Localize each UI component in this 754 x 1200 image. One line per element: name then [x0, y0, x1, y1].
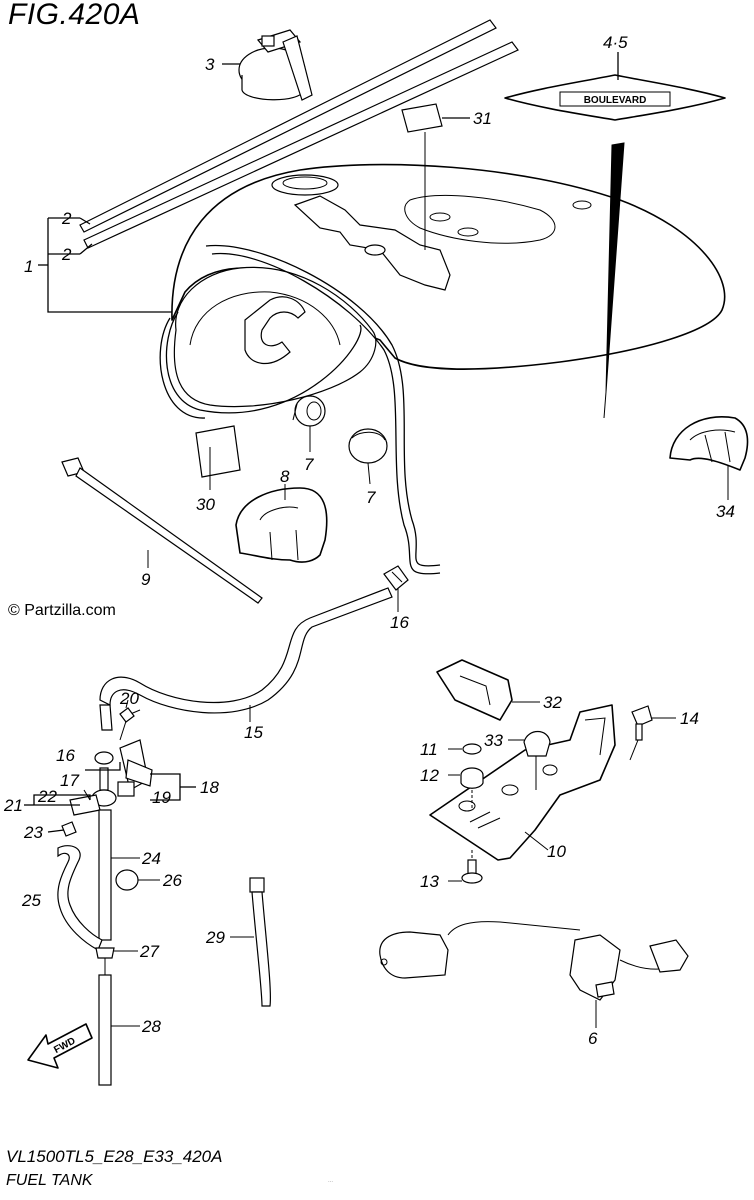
- cap-26[interactable]: [115, 869, 139, 891]
- callout-27: 27: [139, 942, 159, 961]
- bolt-14[interactable]: [631, 705, 653, 741]
- fuel-cap[interactable]: [238, 29, 313, 101]
- bolt-23[interactable]: [61, 821, 77, 837]
- callout-3: 3: [205, 55, 215, 74]
- caution-label-30[interactable]: [195, 425, 241, 478]
- callout-25: 25: [21, 891, 41, 910]
- breather-hose-loop[interactable]: [205, 244, 441, 567]
- callout-9: 9: [141, 570, 151, 589]
- hose-clamp-16b[interactable]: [94, 751, 114, 765]
- model-code: VL1500TL5_E28_E33_420A: [6, 1147, 223, 1166]
- callout-21: 21: [3, 796, 23, 815]
- screw-20[interactable]: [119, 707, 135, 723]
- callout-29: 29: [205, 928, 225, 947]
- callout-11: 11: [420, 740, 438, 759]
- rubber-pad-32[interactable]: [436, 659, 513, 721]
- callout-10: 10: [547, 842, 566, 861]
- callout-18: 18: [200, 778, 219, 797]
- watermark: © Partzilla.com: [8, 602, 116, 619]
- hose-joint-27[interactable]: [95, 947, 115, 975]
- stripe-decal[interactable]: [605, 142, 625, 393]
- callout-24: 24: [141, 849, 161, 868]
- callout-13: 13: [420, 872, 439, 891]
- boulevard-emblem[interactable]: BOULEVARD: [504, 74, 726, 121]
- callout-26: 26: [162, 871, 182, 890]
- callout-12: 12: [420, 766, 439, 785]
- callout-28: 28: [141, 1017, 161, 1036]
- bolt-13[interactable]: [461, 859, 483, 884]
- callout-20: 20: [119, 689, 139, 708]
- callout-16b: 16: [56, 746, 75, 765]
- hose-clamp-16a[interactable]: [383, 565, 409, 591]
- callout-2a: 2: [61, 209, 72, 228]
- callout-31: 31: [473, 109, 492, 128]
- callout-33: 33: [484, 731, 503, 750]
- tank-cushion-8[interactable]: [235, 487, 328, 563]
- cable-tie-9[interactable]: [61, 457, 263, 604]
- callout-6: 6: [588, 1029, 598, 1048]
- callout-1: 1: [24, 257, 33, 276]
- fuel-tank[interactable]: [171, 163, 726, 408]
- tank-grommet-7b[interactable]: [348, 428, 388, 464]
- tank-cushion-34[interactable]: [669, 416, 749, 471]
- tank-cushion-strips[interactable]: [79, 19, 519, 249]
- washer-11[interactable]: [462, 743, 482, 755]
- fuel-hose-25[interactable]: [57, 845, 103, 951]
- emblem-text: BOULEVARD: [584, 95, 647, 106]
- fuel-level-sensor-6[interactable]: [379, 921, 689, 1001]
- info-label-31[interactable]: [401, 103, 443, 133]
- callout-16a: 16: [390, 613, 409, 632]
- fuel-valve-assembly[interactable]: [117, 709, 153, 797]
- callout-14: 14: [680, 709, 699, 728]
- figure-title: FIG.420A: [8, 0, 141, 31]
- callout-7b: 7: [366, 488, 376, 507]
- callout-17: 17: [60, 771, 79, 790]
- callout-34: 34: [716, 502, 735, 521]
- callout-22: 22: [37, 787, 57, 806]
- callout-bracket-1: [47, 218, 172, 313]
- forward-direction-arrow: FWD: [27, 1023, 93, 1069]
- figure-name: FUEL TANK: [6, 1172, 93, 1189]
- fuel-hose-24[interactable]: [98, 809, 112, 941]
- callout-2b: 2: [61, 245, 72, 264]
- callout-30: 30: [196, 495, 215, 514]
- fine-print: ...: [328, 1178, 334, 1184]
- mounting-bracket-10[interactable]: [429, 704, 616, 861]
- callout-8: 8: [280, 467, 290, 486]
- collar-12[interactable]: [460, 767, 484, 789]
- callout-7a: 7: [304, 455, 314, 474]
- callout-23: 23: [23, 823, 43, 842]
- callout-32: 32: [543, 693, 562, 712]
- fuel-hose-28[interactable]: [98, 974, 112, 1086]
- callout-4-5: 4·5: [603, 33, 628, 52]
- cushion-33[interactable]: [523, 730, 551, 757]
- cable-tie-29[interactable]: [249, 877, 271, 1007]
- fuel-hose-15[interactable]: [99, 587, 393, 731]
- callout-19: 19: [152, 788, 171, 807]
- callout-15: 15: [244, 723, 263, 742]
- tank-grommet-7a[interactable]: [292, 395, 326, 427]
